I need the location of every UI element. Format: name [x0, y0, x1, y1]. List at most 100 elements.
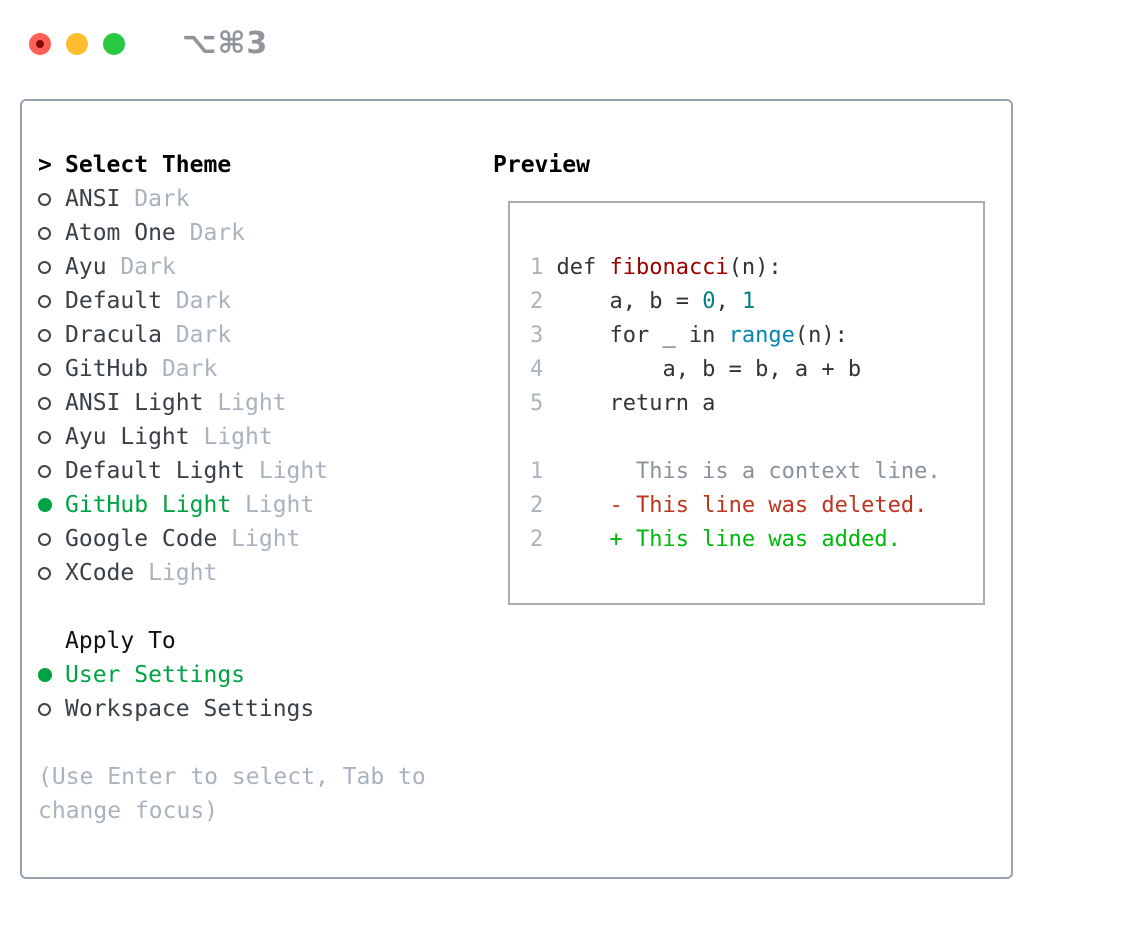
code-segments: for _ in range(n): [556, 323, 847, 348]
radio-icon [38, 702, 65, 716]
line-number: 3 [530, 323, 544, 348]
code-segment: return a [556, 391, 716, 416]
code-segments: - This line was deleted. [556, 493, 927, 518]
code-segments: a, b = 0, 1 [556, 289, 755, 314]
line-number: 5 [530, 391, 544, 416]
preview-box: 1 def fibonacci(n): 2 a, b = 0, 1 3 for _… [508, 201, 985, 605]
radio-icon [38, 260, 65, 274]
radio-icon [38, 668, 65, 682]
theme-option[interactable]: Dracula Dark [38, 318, 426, 352]
theme-name: Default [65, 288, 162, 314]
theme-section-header: > Select Theme [38, 148, 426, 182]
theme-variant: Dark [120, 254, 176, 280]
apply-option[interactable]: Workspace Settings [38, 692, 426, 726]
apply-to-header: Apply To [38, 624, 426, 658]
theme-variant: Light [258, 458, 329, 484]
titlebar: ⌥⌘3 [29, 26, 268, 61]
code-segment: + This line was added. [556, 527, 901, 552]
radio-icon [38, 192, 65, 206]
code-line: 3 for _ in range(n): [530, 319, 983, 353]
theme-name: GitHub Light [65, 492, 232, 518]
theme-name: Ayu [65, 254, 107, 280]
theme-name: Default Light [65, 458, 246, 484]
apply-to-title: Apply To [65, 628, 176, 654]
hint-text: (Use Enter to select, Tab to change focu… [38, 760, 426, 828]
line-number: 4 [530, 357, 544, 382]
spacer [38, 726, 426, 760]
theme-option[interactable]: ANSI Light Light [38, 386, 426, 420]
zoom-button[interactable] [103, 32, 125, 55]
radio-icon [38, 294, 65, 308]
line-number: 2 [530, 289, 544, 314]
theme-option[interactable]: Atom One Dark [38, 216, 426, 250]
theme-option[interactable]: Google Code Light [38, 522, 426, 556]
code-line: 2 a, b = 0, 1 [530, 285, 983, 319]
code-segment: 0 [702, 289, 716, 314]
theme-variant: Dark [189, 220, 246, 246]
code-line: 4 a, b = b, a + b [530, 353, 983, 387]
spacer [38, 590, 426, 624]
code-segment: for _ in [556, 323, 729, 348]
radio-icon [38, 566, 65, 580]
theme-option[interactable]: ANSI Dark [38, 182, 426, 216]
line-number: 2 [530, 527, 544, 552]
code-line: 1 This is a context line. [530, 455, 983, 489]
radio-icon [38, 532, 65, 546]
theme-name: Atom One [65, 220, 176, 246]
code-segment: (n): [794, 323, 848, 348]
code-segment: def [556, 255, 610, 280]
theme-variant: Light [148, 560, 218, 586]
line-number: 2 [530, 493, 544, 518]
minimize-button[interactable] [66, 32, 88, 55]
radio-icon [38, 464, 65, 478]
theme-option[interactable]: Default Dark [38, 284, 426, 318]
theme-variant: Light [231, 526, 301, 552]
radio-icon [38, 396, 65, 410]
radio-icon [38, 498, 65, 512]
theme-option[interactable]: Ayu Dark [38, 250, 426, 284]
line-number: 1 [530, 255, 544, 280]
preview-header: Preview [493, 152, 590, 178]
theme-option[interactable]: GitHub Light Light [38, 488, 426, 522]
apply-option[interactable]: User Settings [38, 658, 426, 692]
code-segments: def fibonacci(n): [556, 255, 781, 280]
theme-option[interactable]: XCode Light [38, 556, 426, 590]
code-segments: a, b = b, a + b [556, 357, 861, 382]
code-segment: range [728, 323, 795, 348]
code-segment: This is a context line. [556, 459, 941, 484]
theme-section-title: Select Theme [65, 152, 232, 178]
theme-option[interactable]: GitHub Dark [38, 352, 426, 386]
radio-icon [38, 226, 65, 240]
code-preview: 1 def fibonacci(n): 2 a, b = 0, 1 3 for _… [510, 203, 983, 557]
code-segment: (n): [728, 255, 782, 280]
theme-option[interactable]: Default Light Light [38, 454, 426, 488]
code-line: 2 + This line was added. [530, 523, 983, 557]
theme-name: ANSI Light [65, 390, 204, 416]
apply-option-name: User Settings [65, 662, 246, 688]
pointer-icon: > [38, 152, 52, 178]
theme-name: Dracula [65, 322, 162, 348]
apply-to-list: User Settings Workspace Settings [38, 658, 426, 726]
theme-name: ANSI [65, 186, 121, 212]
theme-variant: Dark [134, 186, 190, 212]
theme-variant: Dark [175, 322, 232, 348]
theme-variant: Light [245, 492, 315, 518]
code-segment: 1 [741, 289, 756, 314]
theme-list: ANSI Dark Atom One Dark Ayu Dark [38, 182, 426, 590]
theme-option[interactable]: Ayu Light Light [38, 420, 426, 454]
theme-picker: > Select Theme ANSI Dark Atom One Dark [38, 148, 426, 828]
code-segment: a, b = [556, 289, 703, 314]
theme-name: XCode [65, 560, 135, 586]
code-line: 1 def fibonacci(n): [530, 251, 983, 285]
code-segments: return a [556, 391, 715, 416]
theme-name: GitHub [65, 356, 149, 382]
theme-name: Ayu Light [65, 424, 190, 450]
radio-icon [38, 328, 65, 342]
code-segment: , [715, 289, 742, 314]
radio-icon [38, 430, 65, 444]
line-number: 1 [530, 459, 544, 484]
code-segments: This is a context line. [556, 459, 941, 484]
close-button[interactable] [29, 32, 51, 55]
radio-icon [38, 362, 65, 376]
